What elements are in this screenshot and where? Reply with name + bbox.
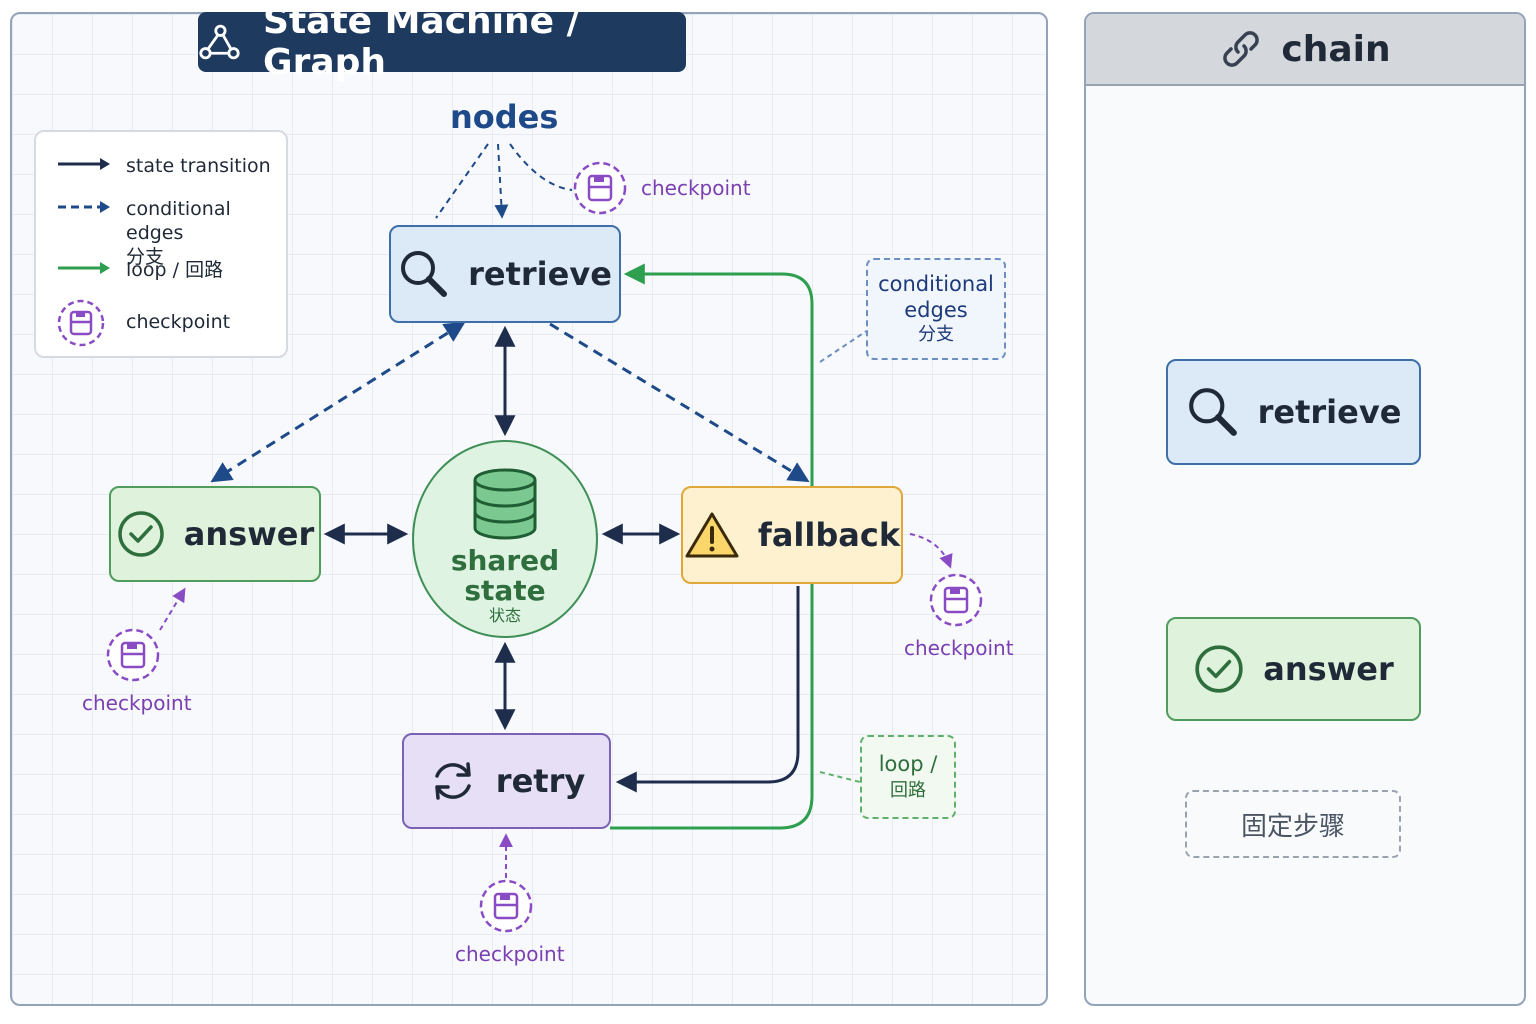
checkpoint-icon — [929, 573, 983, 627]
retry-label: retry — [495, 762, 586, 800]
shared-state-node[interactable]: shared state 状态 — [412, 440, 598, 638]
fixed-steps-label: 固定步骤 — [1240, 811, 1345, 842]
chain-answer-node[interactable]: answer — [1166, 617, 1421, 721]
chain-retrieve-label: retrieve — [1257, 393, 1402, 431]
checkpoint-icon — [57, 299, 105, 347]
state-transition-edges — [323, 325, 800, 793]
loop-note-connector — [819, 771, 861, 783]
answer-node[interactable]: answer — [109, 486, 321, 582]
search-icon — [1188, 388, 1237, 436]
check-circle-icon — [118, 511, 164, 557]
shared-state-label-2: state — [464, 574, 546, 607]
chain-retrieve-node[interactable]: retrieve — [1166, 359, 1421, 465]
retry-node[interactable]: retry — [402, 733, 611, 829]
link-icon — [1223, 31, 1260, 67]
checkpoint-connectors — [159, 533, 953, 878]
refresh-icon — [435, 762, 471, 800]
checkpoint-label-fallback: checkpoint — [904, 636, 1014, 660]
chain-answer-label: answer — [1263, 650, 1394, 688]
graph-title: State Machine / Graph — [263, 1, 580, 83]
legend-conditional-label: conditional edges — [126, 198, 231, 244]
conditional-note-line-2: edges — [904, 298, 968, 322]
legend-loop-label: loop / 回路 — [126, 259, 224, 281]
legend-state-transition: state transition — [56, 154, 271, 178]
retrieve-node[interactable]: retrieve — [389, 225, 621, 323]
loop-note-line-1: loop / — [878, 752, 938, 776]
loop-note: loop / 回路 — [860, 735, 956, 819]
checkpoint-icon — [573, 161, 627, 215]
check-circle-icon — [1195, 645, 1243, 693]
legend-conditional-edges: conditional edges 分支 — [56, 197, 286, 269]
answer-label: answer — [183, 515, 315, 553]
conditional-note-connector — [819, 329, 869, 363]
conditional-note-cn: 分支 — [918, 324, 954, 345]
fallback-node[interactable]: fallback — [681, 486, 903, 584]
graph-title-banner: State Machine / Graph — [198, 1, 686, 83]
legend-conditional-cn: 分支 — [126, 246, 165, 268]
legend-loop: loop / 回路 — [56, 258, 223, 282]
search-icon — [401, 251, 448, 297]
legend-state-transition-label: state transition — [126, 155, 271, 177]
shared-state-label-1: shared — [450, 544, 560, 577]
fixed-steps-note: 固定步骤 — [1185, 790, 1401, 858]
warning-icon — [685, 512, 739, 558]
fallback-label: fallback — [757, 516, 901, 554]
legend-checkpoint-label: checkpoint — [126, 311, 231, 333]
checkpoint-label-top: checkpoint — [641, 176, 751, 200]
checkpoint-label-answer: checkpoint — [82, 691, 192, 715]
checkpoint-icon — [106, 628, 160, 682]
graph-icon — [199, 24, 240, 60]
conditional-edges-note: conditional edges 分支 — [866, 258, 1006, 360]
nodes-pointer-lines — [435, 143, 573, 219]
legend-checkpoint: checkpoint — [56, 298, 230, 348]
nodes-label: nodes — [450, 98, 559, 136]
conditional-note-line-1: conditional — [878, 272, 994, 296]
chain-header: chain — [1086, 14, 1524, 86]
conditional-edges — [210, 321, 810, 483]
shared-state-label-cn: 状态 — [488, 606, 521, 625]
chain-title: chain — [1281, 28, 1391, 70]
database-icon — [473, 468, 537, 540]
loop-note-cn: 回路 — [890, 780, 926, 801]
checkpoint-label-retry: checkpoint — [455, 942, 565, 966]
legend: state transition conditional edges 分支 lo… — [34, 130, 288, 358]
checkpoint-icon — [479, 879, 533, 933]
retrieve-label: retrieve — [468, 255, 612, 293]
